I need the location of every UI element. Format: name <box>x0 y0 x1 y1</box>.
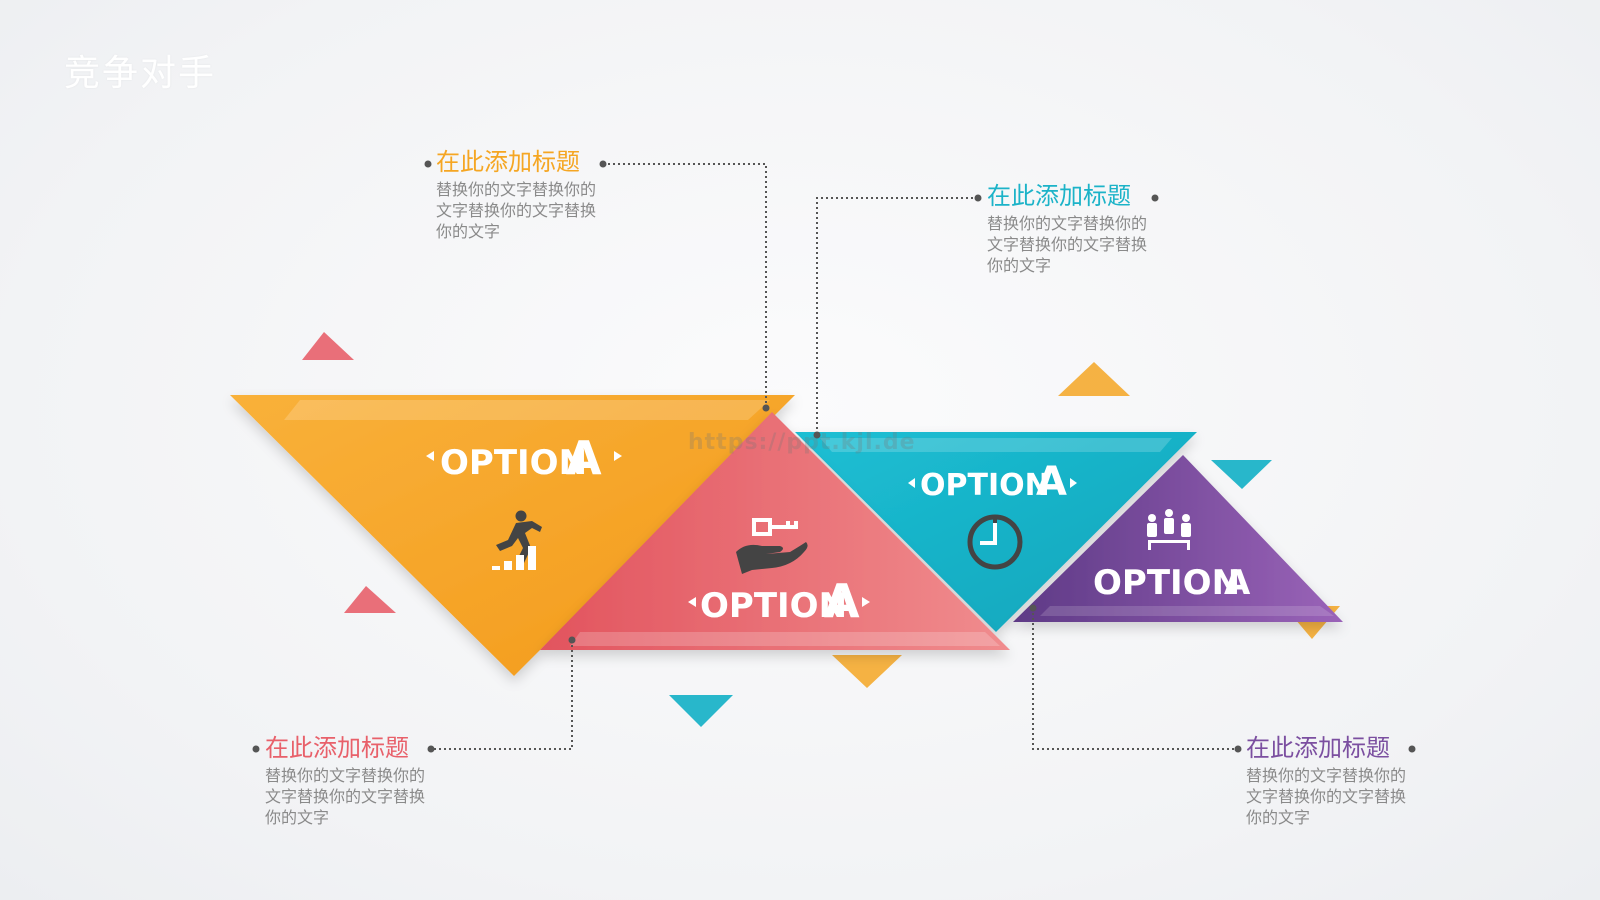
callout-body: 替换你的文字替换你的文字替换你的文字替换你的文字 <box>1246 766 1407 827</box>
option-1-label: OPTION A <box>426 431 622 485</box>
decor-triangle <box>832 655 902 688</box>
svg-text:A: A <box>1036 459 1067 505</box>
team-podium-icon <box>1147 509 1191 550</box>
connector-3 <box>431 640 573 750</box>
callout-3: 在此添加标题 替换你的文字替换你的文字替换你的文字替换你的文字 <box>265 733 465 828</box>
callout-title: 在此添加标题 <box>265 734 409 762</box>
connector-1 <box>603 163 767 408</box>
connector-2 <box>816 197 978 435</box>
callout-4: 在此添加标题 替换你的文字替换你的文字替换你的文字替换你的文字 <box>1246 733 1446 828</box>
decor-triangle <box>1058 362 1130 396</box>
clock-icon <box>967 514 1023 570</box>
callout-title: 在此添加标题 <box>436 148 580 176</box>
running-up-stairs-icon <box>492 510 542 570</box>
decor-triangle <box>344 586 396 613</box>
svg-text:A: A <box>1224 563 1251 603</box>
option-4-label: OPTION A <box>1093 563 1251 603</box>
callout-2: 在此添加标题 替换你的文字替换你的文字替换你的文字替换你的文字 <box>987 181 1187 276</box>
decor-triangle <box>302 332 354 360</box>
callout-1: 在此添加标题 替换你的文字替换你的文字替换你的文字替换你的文字 <box>436 147 636 242</box>
callout-title: 在此添加标题 <box>1246 734 1390 762</box>
option-3-label: OPTION A <box>908 459 1077 505</box>
callout-title: 在此添加标题 <box>987 182 1131 210</box>
hand-holding-key-icon <box>736 518 808 574</box>
svg-text:A: A <box>824 574 860 628</box>
decor-triangle <box>1211 460 1272 489</box>
svg-text:A: A <box>566 431 602 485</box>
watermark-text: https://ppt.kjl.de <box>688 430 916 455</box>
callout-body: 替换你的文字替换你的文字替换你的文字替换你的文字 <box>436 180 597 241</box>
option-2-triangle <box>540 412 1010 650</box>
option-4-triangle <box>1013 455 1343 622</box>
svg-text:OPTION: OPTION <box>1093 563 1240 603</box>
svg-text:OPTION: OPTION <box>700 586 847 626</box>
connector-4 <box>1032 608 1238 750</box>
option-2-label: OPTION A <box>688 574 870 628</box>
callout-body: 替换你的文字替换你的文字替换你的文字替换你的文字 <box>987 214 1148 275</box>
decor-triangle <box>669 695 733 727</box>
slide-title: 竞争对手 <box>64 53 217 94</box>
callout-body: 替换你的文字替换你的文字替换你的文字替换你的文字 <box>265 766 426 827</box>
svg-text:OPTION: OPTION <box>920 468 1050 503</box>
svg-text:OPTION: OPTION <box>440 443 587 483</box>
